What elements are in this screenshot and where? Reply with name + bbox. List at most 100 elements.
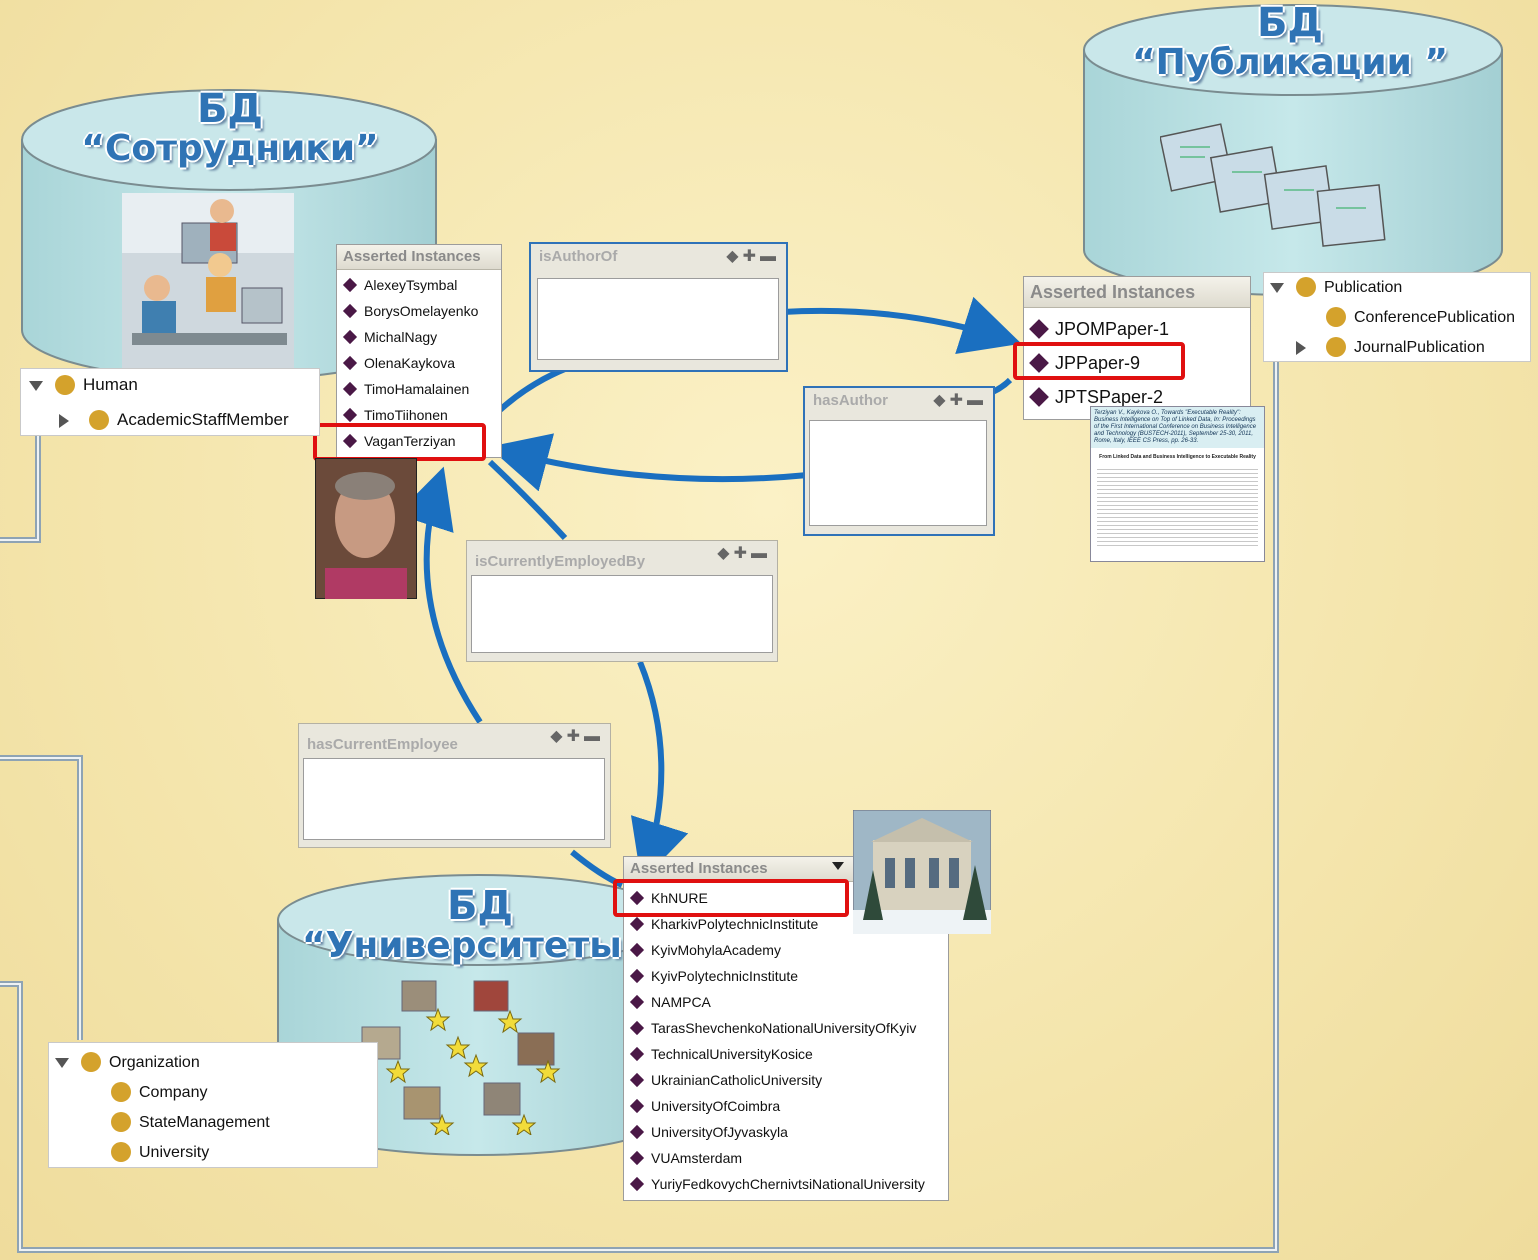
collapsed-icon[interactable] xyxy=(1296,340,1306,355)
tree-row-company[interactable]: Company xyxy=(111,1081,208,1104)
instance-label: KhNURE xyxy=(651,890,708,906)
tree-row-university[interactable]: University xyxy=(111,1141,209,1164)
instance-item[interactable]: KhNURE xyxy=(628,885,948,911)
individual-icon xyxy=(629,1125,645,1140)
individual-icon xyxy=(629,1099,645,1114)
instance-label: KharkivPolytechnicInstitute xyxy=(651,916,819,932)
instance-label: JPPaper-9 xyxy=(1055,353,1141,373)
instance-label: VUAmsterdam xyxy=(651,1150,743,1166)
staff-instances-header: Asserted Instances xyxy=(337,245,501,270)
individual-icon xyxy=(342,408,358,423)
academicstaffmember-label: AcademicStaffMember xyxy=(117,410,289,429)
individual-icon xyxy=(629,995,645,1010)
tree-row-conferencepublication[interactable]: ConferencePublication xyxy=(1326,306,1515,329)
instance-item[interactable]: JPOMPaper-1 xyxy=(1028,312,1250,346)
class-icon xyxy=(111,1081,131,1102)
hasauthor-action-icons[interactable]: ◆✚▬ xyxy=(933,392,987,409)
individual-icon xyxy=(342,330,358,345)
instance-item[interactable]: JPTSPaper-2 xyxy=(1028,380,1250,414)
statemanagement-label: StateManagement xyxy=(139,1114,270,1131)
universities-illustration xyxy=(361,980,561,1135)
instance-item[interactable]: TimoTiihonen xyxy=(341,402,501,428)
expanded-icon[interactable] xyxy=(29,380,43,391)
isauthorof-value-box[interactable] xyxy=(537,278,779,360)
conferencepublication-label: ConferencePublication xyxy=(1354,309,1515,326)
tree-row-human[interactable]: Human xyxy=(29,374,138,396)
individual-icon xyxy=(629,1177,645,1192)
isauthorof-action-icons[interactable]: ◆✚▬ xyxy=(726,248,780,265)
individual-icon xyxy=(629,969,645,984)
tree-row-publication[interactable]: Publication xyxy=(1270,276,1403,299)
human-label: Human xyxy=(83,375,138,394)
expanded-icon[interactable] xyxy=(1270,282,1284,293)
instance-item[interactable]: KharkivPolytechnicInstitute xyxy=(628,911,948,937)
isauthorof-label: isAuthorOf xyxy=(539,248,618,265)
instance-item[interactable]: TimoHamalainen xyxy=(341,376,501,402)
instance-item[interactable]: YuriyFedkovychChernivtsiNationalUniversi… xyxy=(628,1171,948,1197)
individual-icon xyxy=(1029,319,1049,340)
office-workers-illustration xyxy=(122,193,294,368)
instance-label: JPOMPaper-1 xyxy=(1055,319,1170,339)
highlight-jppaper-9 xyxy=(1013,342,1185,380)
instance-item[interactable]: BorysOmelayenko xyxy=(341,298,501,324)
organization-class-tree: Organization Company StateManagement Uni… xyxy=(48,1042,378,1168)
dropdown-arrow-icon[interactable] xyxy=(832,862,844,870)
human-class-tree: Human AcademicStaffMember xyxy=(20,368,320,436)
instance-item[interactable]: KyivPolytechnicInstitute xyxy=(628,963,948,989)
instance-item[interactable]: OlenaKaykova xyxy=(341,350,501,376)
tree-row-academicstaffmember[interactable]: AcademicStaffMember xyxy=(59,409,289,431)
class-icon xyxy=(81,1051,101,1072)
instance-item[interactable]: UniversityOfJyvaskyla xyxy=(628,1119,948,1145)
instance-item[interactable]: UniversityOfCoimbra xyxy=(628,1093,948,1119)
staff-db-title-line1: БД xyxy=(196,86,264,132)
tree-row-journalpublication[interactable]: JournalPublication xyxy=(1296,336,1485,359)
instance-label: TimoHamalainen xyxy=(364,381,470,397)
instance-label: VaganTerziyan xyxy=(364,433,456,449)
company-label: Company xyxy=(139,1084,208,1101)
iscurrentlyemployedby-value-box[interactable] xyxy=(471,575,773,653)
instance-label: NAMPCA xyxy=(651,994,711,1010)
instance-label: TimoTiihonen xyxy=(364,407,448,423)
instance-item[interactable]: TechnicalUniversityKosice xyxy=(628,1041,948,1067)
collapsed-icon[interactable] xyxy=(59,413,69,428)
class-icon xyxy=(1326,306,1346,327)
university-building-photo xyxy=(853,810,991,934)
iscurrentlyemployedby-property-panel: isCurrentlyEmployedBy ◆✚▬ xyxy=(466,540,778,662)
individual-icon xyxy=(629,943,645,958)
instance-item[interactable]: MichalNagy xyxy=(341,324,501,350)
class-icon xyxy=(1326,336,1346,357)
instance-item[interactable]: JPPaper-9 xyxy=(1028,346,1250,380)
universities-db-cylinder xyxy=(277,874,679,1156)
iscurrentlyemployedby-label: isCurrentlyEmployedBy xyxy=(475,553,646,570)
highlight-khnure xyxy=(613,879,849,917)
hascurrentemployee-action-icons[interactable]: ◆✚▬ xyxy=(550,728,604,745)
individual-icon xyxy=(629,917,645,932)
publication-label: Publication xyxy=(1324,279,1403,296)
individual-icon xyxy=(342,382,358,397)
hascurrentemployee-label: hasCurrentEmployee xyxy=(307,736,458,753)
instance-item[interactable]: VaganTerziyan xyxy=(341,428,501,454)
publications-db-title-line1: БД xyxy=(1256,0,1324,46)
hascurrentemployee-value-box[interactable] xyxy=(303,758,605,840)
iscurrentlyemployedby-action-icons[interactable]: ◆✚▬ xyxy=(717,545,771,562)
instance-item[interactable]: KyivMohylaAcademy xyxy=(628,937,948,963)
expanded-icon[interactable] xyxy=(55,1057,69,1068)
instance-label: JPTSPaper-2 xyxy=(1055,387,1164,407)
instance-item[interactable]: NAMPCA xyxy=(628,989,948,1015)
tree-row-statemanagement[interactable]: StateManagement xyxy=(111,1111,270,1134)
instance-item[interactable]: VUAmsterdam xyxy=(628,1145,948,1171)
instance-item[interactable]: AlexeyTsymbal xyxy=(341,272,501,298)
universities-db-title-line1: БД xyxy=(446,883,514,929)
instance-item[interactable]: TarasShevchenkoNationalUniversityOfKyiv xyxy=(628,1015,948,1041)
instance-item[interactable]: UkrainianCatholicUniversity xyxy=(628,1067,948,1093)
highlight-vaganterziyan xyxy=(313,423,486,461)
hasauthor-value-box[interactable] xyxy=(809,420,987,526)
individual-icon xyxy=(629,1073,645,1088)
publications-db-title-line2: “Публикации ” xyxy=(1131,42,1449,83)
tree-row-organization[interactable]: Organization xyxy=(55,1051,200,1074)
individual-icon xyxy=(1029,387,1049,408)
